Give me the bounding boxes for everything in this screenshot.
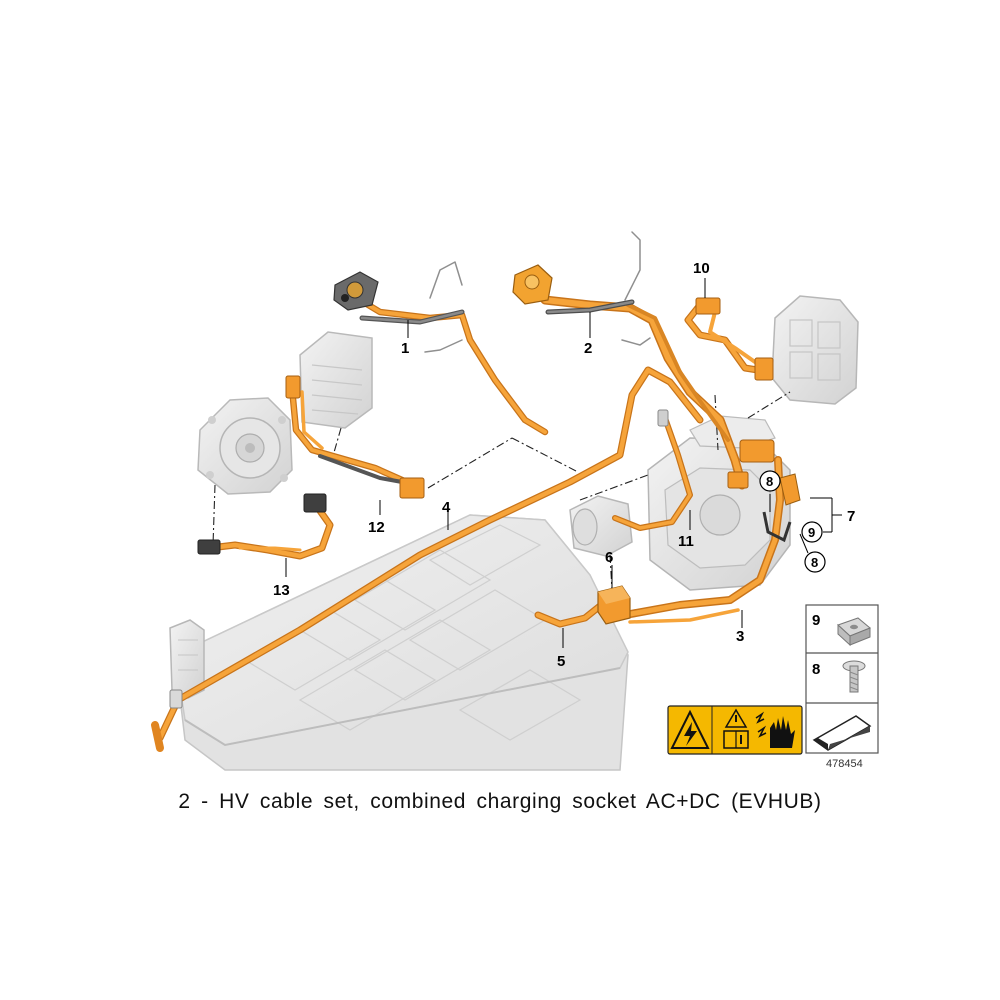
arrow-icon	[812, 715, 872, 751]
callout-4: 4	[442, 499, 451, 516]
hv-cable-5	[534, 602, 604, 628]
screw-icon	[842, 660, 866, 693]
callout-13: 13	[273, 582, 290, 599]
square-nut-icon	[837, 617, 871, 647]
callout-12: 12	[368, 519, 385, 536]
charging-socket-2	[512, 264, 553, 305]
callout-5: 5	[557, 653, 565, 670]
hv-cable-3	[621, 456, 784, 624]
lightning-warning-icon	[670, 709, 710, 749]
bracket-assembly-7	[762, 473, 801, 543]
figure-caption: 2 - HV cable set, combined charging sock…	[178, 790, 822, 813]
callout-1: 1	[401, 340, 409, 357]
parts-legend: 9 8	[805, 604, 879, 754]
hv-cable-4	[151, 366, 704, 752]
connectors	[169, 264, 775, 709]
reference-number: 478454	[826, 758, 863, 770]
callout-11: 11	[678, 533, 694, 550]
legend-label-8: 8	[812, 661, 820, 678]
hv-warning-label	[667, 705, 803, 755]
callout-10: 10	[693, 260, 710, 277]
hv-cable-13	[206, 504, 334, 560]
callout-8-lower: 8	[811, 555, 818, 570]
read-manual-icon	[723, 708, 749, 749]
legend-label-9: 9	[812, 612, 820, 629]
hv-cable-12	[288, 384, 424, 492]
callout-leaders	[285, 278, 842, 648]
power-electronics-left	[299, 331, 373, 429]
hv-distributor-6	[597, 585, 631, 625]
hv-cable-11	[612, 415, 693, 531]
callout-3: 3	[736, 628, 744, 645]
hv-cable-10	[684, 301, 774, 376]
callout-2: 2	[584, 340, 592, 357]
electric-machine-left	[197, 397, 293, 495]
callout-6: 6	[605, 549, 613, 566]
callout-9: 9	[808, 525, 815, 540]
electric-ac-compressor	[569, 495, 633, 557]
callout-labels: 1 2 3 4 5 6 7 10 11 12 13 8 9 8	[273, 260, 855, 670]
hv-cable-2	[540, 231, 747, 490]
hv-battery	[174, 514, 629, 771]
callout-8-upper: 8	[766, 474, 773, 489]
hv-cables	[151, 231, 784, 752]
power-electronics-right	[771, 295, 859, 405]
hv-cable-1	[356, 261, 549, 436]
charging-socket-1	[333, 271, 379, 311]
callout-7: 7	[847, 508, 855, 525]
do-not-touch-icon	[755, 711, 795, 748]
